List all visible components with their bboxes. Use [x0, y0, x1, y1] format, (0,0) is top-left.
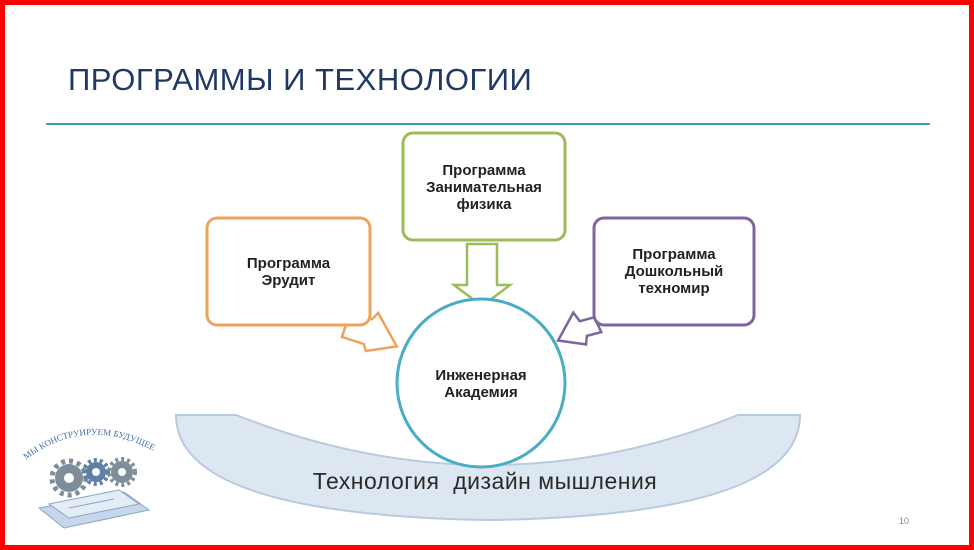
box-erudit-line1: Программа: [246, 255, 331, 272]
page-number: 10: [899, 516, 910, 526]
arc-label: Технология дизайн мышления: [312, 468, 658, 494]
box-technomir-line1: Программа: [632, 246, 716, 263]
right-arrow: [556, 310, 604, 346]
slide-title: ПРОГРАММЫ И ТЕХНОЛОГИИ: [68, 62, 533, 97]
center-arrow: [450, 242, 514, 308]
logo-text: МЫ КОНСТРУИРУЕМ БУДУЩЕЕ: [21, 427, 157, 462]
logo-text-path: МЫ КОНСТРУИРУЕМ БУДУЩЕЕ: [21, 427, 157, 462]
box-erudit-text: Программа Эрудит: [207, 255, 370, 289]
box-technomir-line3: техномир: [638, 280, 710, 297]
box-erudit: [205, 216, 372, 327]
circle-line1: Инженерная: [435, 367, 527, 384]
box-physics-line3: физика: [456, 196, 512, 213]
box-erudit-line2: Эрудит: [261, 272, 316, 289]
blueprint-sheets-icon: [37, 489, 151, 529]
gear-middle-icon: [82, 458, 110, 486]
circle-text: Инженерная Академия: [397, 367, 565, 401]
box-technomir-line2: Дошкольный: [624, 263, 724, 280]
center-circle: [395, 297, 567, 469]
circle-line2: Академия: [444, 384, 518, 401]
box-technomir-text: Программа Дошкольный техномир: [594, 246, 754, 297]
title-divider: [46, 123, 930, 125]
gear-left-icon: [49, 458, 89, 498]
box-physics-line2: Занимательная: [426, 179, 542, 196]
gear-right-icon: [107, 457, 137, 487]
box-technomir: [592, 216, 756, 327]
logo-gears-icon: МЫ КОНСТРУИРУЕМ БУДУЩЕЕ: [21, 427, 158, 529]
box-physics-text: Программа Занимательная физика: [403, 162, 565, 213]
box-physics-line1: Программа: [442, 162, 526, 179]
box-physics: [401, 131, 567, 242]
